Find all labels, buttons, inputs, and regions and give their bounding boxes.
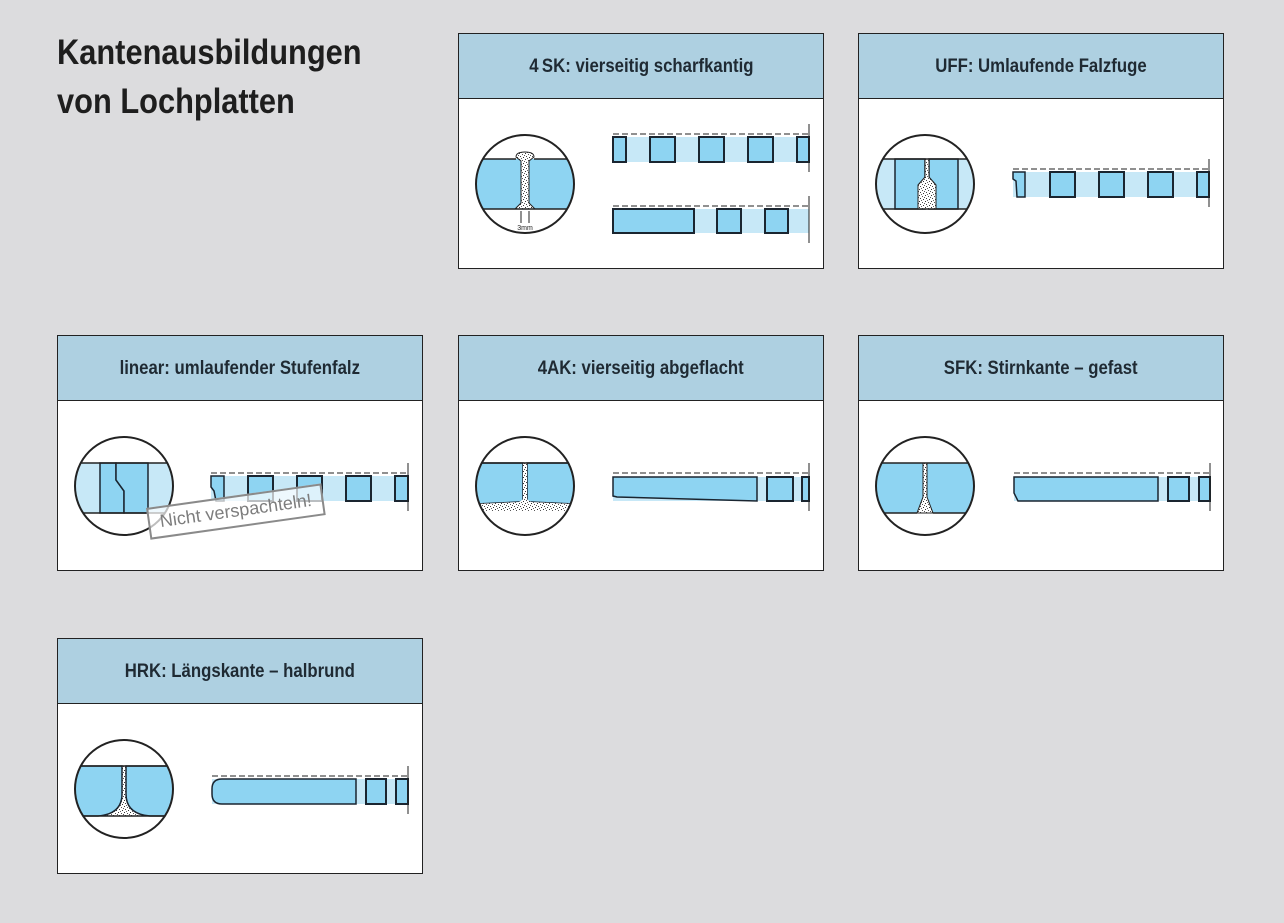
card-illustration: 3mm [459,99,823,269]
joint-detail-circle [875,436,975,536]
joint-detail-circle [475,436,575,536]
card-uff: UFF: Umlaufende Falzfuge [858,33,1224,269]
card-title: SFK: Stirnkante – gefast [944,356,1138,379]
card-title: HRK: Längskante – halbrund [124,659,356,682]
card-title: 4AK: vierseitig abgeflacht [538,356,744,379]
card-header: SFK: Stirnkante – gefast [859,336,1223,401]
card-header: 4 SK: vierseitig scharfkantig [459,34,823,99]
panel-profile [211,766,409,814]
page-title-line-1: Kantenausbildungen [57,33,362,72]
card-title: linear: umlaufender Stufenfalz [119,356,361,379]
card-header: HRK: Längskante – halbrund [58,639,422,704]
card-linear: linear: umlaufender Stufenfalz [57,335,423,571]
page-title-line-2: von Lochplatten [57,82,295,121]
panel-profile [612,463,810,511]
joint-detail-circle [74,739,174,839]
card-illustration [459,401,823,571]
joint-detail-circle [74,436,174,536]
card-sfk: SFK: Stirnkante – gefast [858,335,1224,571]
card-illustration [859,401,1223,571]
joint-detail-circle [875,134,975,234]
card-4sk: 4 SK: vierseitig scharfkantig 3mm [458,33,824,269]
card-title: UFF: Umlaufende Falzfuge [935,54,1147,77]
card-4ak: 4AK: vierseitig abgeflacht [458,335,824,571]
joint-detail-circle: 3mm [475,134,575,234]
panel-profile-top [612,124,810,172]
panel-profile [1012,159,1210,207]
card-title: 4 SK: vierseitig scharfkantig [528,54,754,77]
card-header: UFF: Umlaufende Falzfuge [859,34,1223,99]
card-illustration [859,99,1223,269]
card-hrk: HRK: Längskante – halbrund [57,638,423,874]
dimension-label: 3mm [517,225,533,232]
panel-profile-bottom [612,196,810,243]
card-illustration [58,704,422,874]
card-header: linear: umlaufender Stufenfalz [58,336,422,401]
page-title: Kantenausbildungen von Lochplatten [57,28,362,126]
panel-profile [1013,463,1211,511]
card-header: 4AK: vierseitig abgeflacht [459,336,823,401]
card-illustration: Nicht verspachteln! [58,401,422,571]
